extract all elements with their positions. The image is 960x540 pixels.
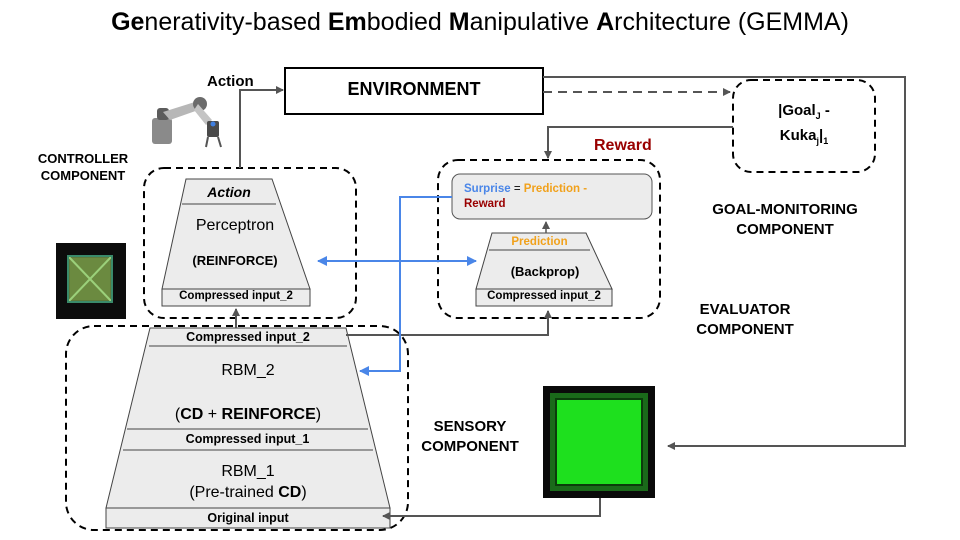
title-part: Em [327, 8, 367, 36]
title-part: nerativity-based [144, 8, 328, 36]
controller-action-label: Action [207, 184, 251, 200]
robot-arm-image [152, 97, 222, 148]
surprise-formula: Surprise = Prediction - Reward [464, 183, 588, 210]
rbm1-label: RBM_1 [221, 463, 275, 480]
sensory-boundary [65, 325, 409, 531]
evaluator-trapezoid [475, 232, 613, 307]
prediction-label: Prediction [511, 236, 568, 248]
title-part: anipulative [469, 8, 597, 36]
title-part: A [596, 8, 615, 36]
title-part: rchitecture (GEMMA) [614, 8, 849, 36]
controller-input-label: Compressed input_2 [179, 290, 293, 302]
evaluator-input-label: Compressed input_2 [487, 290, 601, 302]
title-part: Ge [111, 8, 145, 36]
diagram-title: Generativity-based Embodied Manipulative… [0, 8, 960, 37]
perceptron-method-label: (REINFORCE) [192, 253, 278, 268]
reward-label: Reward [594, 137, 652, 154]
title-part: bodied [366, 8, 449, 36]
perceptron-label: Perceptron [195, 217, 275, 234]
environment-label: ENVIRONMENT [347, 79, 481, 99]
controller-boundary [143, 167, 357, 319]
rbm2-label: RBM_2 [221, 362, 275, 379]
evaluator-boundary [437, 159, 661, 319]
controller-trapezoid [161, 178, 311, 307]
rbm1-method-label: (Pre-trained CD) [189, 484, 307, 501]
title-part: M [448, 8, 470, 36]
backprop-label: (Backprop) [510, 264, 580, 279]
sensory-trapezoid [105, 327, 391, 529]
sensory-compressed-input-1-label: Compressed input_1 [185, 432, 310, 446]
goal-error-text: |GoalJ - Kukaj|1 [778, 102, 830, 146]
sensory-compressed-input-2-label: Compressed input_2 [186, 330, 310, 344]
environment-box [284, 67, 544, 115]
original-input-label: Original input [207, 511, 289, 525]
action-arrow-label: Action [207, 73, 254, 90]
goal-boundary [732, 79, 876, 173]
green-square-image [543, 386, 655, 498]
object-thumbnail-image [56, 243, 126, 319]
rbm2-method-label: (CD + REINFORCE) [174, 406, 322, 423]
